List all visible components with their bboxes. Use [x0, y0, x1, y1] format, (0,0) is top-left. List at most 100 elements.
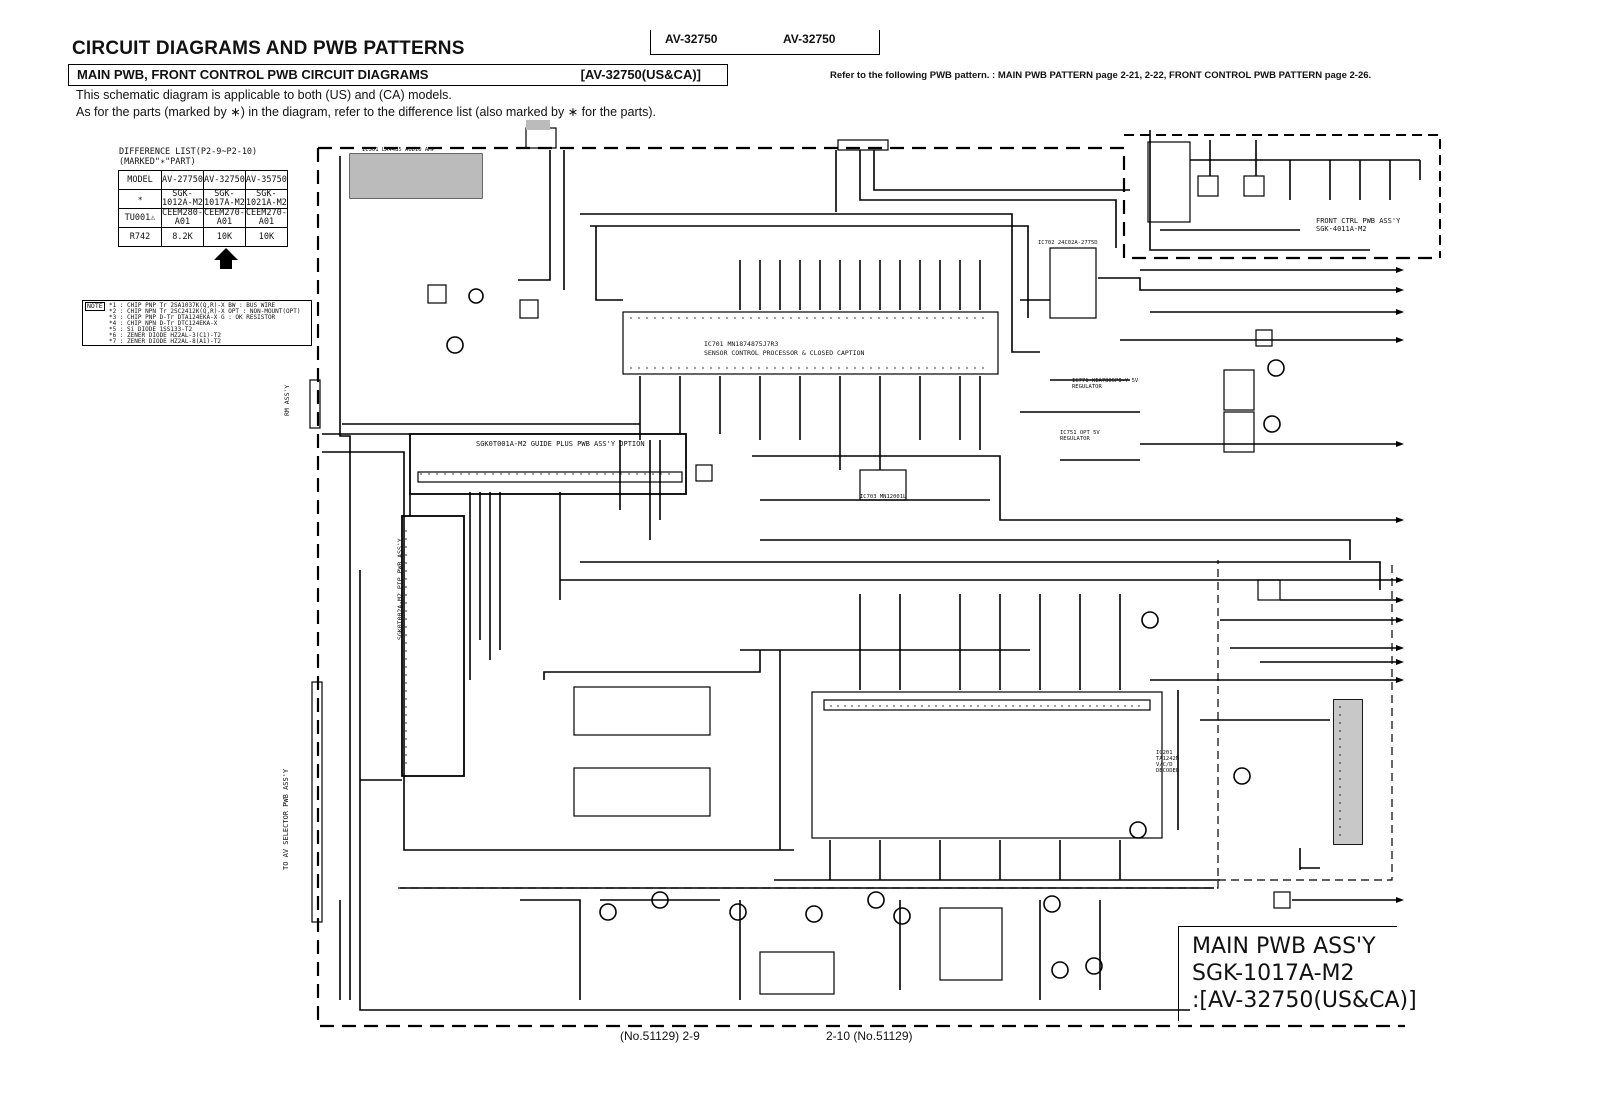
table-cell: ∗: [118, 189, 162, 209]
transistor-symbol: [1263, 415, 1281, 433]
guide-plus-box: [409, 433, 687, 495]
regulator-box: [1257, 579, 1281, 601]
transistor-symbol: [729, 903, 747, 921]
av-selector-label: TO AV SELECTOR PWB ASS'Y: [282, 768, 290, 870]
transistor-symbol: [893, 907, 911, 925]
ic703-label: IC703 MN12001L: [860, 494, 907, 500]
model-right: AV-32750: [783, 32, 836, 46]
table-row: MODEL AV-27750 AV-32750 AV-35750: [118, 170, 288, 190]
note-line: *7 : ZENER DIODE HZ2AL-8(A1)-T2: [109, 338, 221, 345]
front-ctrl-label: FRONT CTRL PWB ASS'Y SGK-4011A-M2: [1316, 217, 1400, 233]
rm-connector: [309, 379, 321, 429]
note-line: *4 : CHIP NPN D-Tr DTC124EKA-X: [109, 320, 218, 327]
inner-dashed-1: [398, 560, 1219, 889]
note-label: NOTE: [85, 302, 105, 311]
sub-block-1: [1223, 369, 1255, 411]
main-label-box: [1178, 926, 1397, 1021]
table-row: R742 8.2K 10K 10K: [118, 227, 288, 247]
difference-table: MODEL AV-27750 AV-32750 AV-35750 ∗ SGK-1…: [118, 170, 288, 247]
subtitle-model: [AV-32750(US&CA)]: [580, 67, 701, 82]
transistor-symbol: [1233, 767, 1251, 785]
rm-assy-label: RM ASS'Y: [283, 384, 291, 416]
waveform-box-2: [573, 767, 711, 817]
up-arrow-icon: [214, 248, 238, 260]
ic202-box: [759, 951, 835, 995]
front-ctrl-line2: SGK-4011A-M2: [1316, 225, 1367, 233]
front-q1: [1197, 175, 1219, 197]
sub-block-2: [1223, 411, 1255, 453]
connector-fill: [526, 120, 550, 130]
up-arrow-stem: [220, 259, 232, 269]
transistor-symbol: [651, 891, 669, 909]
main-pwb-outline-left: [316, 148, 1405, 1028]
ic701-label: IC701 MN1874875J7R3: [704, 340, 779, 348]
pip-pwb-box: [401, 515, 465, 777]
model-header-box: AV-32750 AV-32750: [650, 30, 880, 55]
main-label-line3: :[AV-32750(US&CA)]: [1192, 988, 1417, 1013]
subtitle-bar: MAIN PWB, FRONT CONTROL PWB CIRCUIT DIAG…: [68, 64, 728, 86]
main-pwb-label: MAIN PWB ASS'Y SGK-1017A-M2 :[AV-32750(U…: [1192, 933, 1417, 1014]
q-sq-3: [695, 464, 713, 482]
top-connector: [525, 127, 557, 149]
table-cell: SGK-1017A-M2: [202, 189, 246, 209]
pip-pwb-label: SGK0T002A-M2 PIP PWB ASS'Y: [396, 538, 404, 640]
front-ctrl-outline: [1124, 134, 1441, 258]
table-row: ∗ SGK-1012A-M2 SGK-1017A-M2 SGK-1021A-M2: [118, 189, 288, 209]
guide-plus-label: SGK0T001A-M2 GUIDE PLUS PWB ASS'Y OPTION: [476, 440, 645, 448]
transistor-symbol: [1043, 895, 1061, 913]
main-pwb-outline-top: [318, 146, 1440, 260]
guide-plus-pins: [417, 471, 683, 483]
page-number-left: (No.51129) 2-9: [620, 1029, 700, 1043]
q-sq-4: [1255, 329, 1273, 347]
transistor-symbol: [468, 288, 484, 304]
note-line: *6 : ZENER DIODE HZ2AL-3(C1)-T2: [109, 332, 221, 339]
transistor-symbol: [805, 905, 823, 923]
difference-title-line1: DIFFERENCE LIST(P2-9~P2-10): [119, 147, 258, 157]
ic201-label: IC201 TA1242N V/C/D DECODER: [1156, 750, 1180, 774]
page-number-right: 2-10 (No.51129): [826, 1029, 913, 1043]
ic702-label: IC702 24C02A-2775D: [1038, 240, 1098, 246]
ic501-fill: [350, 154, 482, 198]
inner-dashed-2: [1218, 560, 1393, 881]
difference-note: As for the parts (marked by ∗) in the di…: [76, 105, 656, 119]
ic201-pins-top: [823, 699, 1151, 711]
q-sq-2: [519, 299, 539, 319]
waveform-box-1: [573, 686, 711, 736]
transistor-symbol: [1267, 359, 1285, 377]
table-cell: 10K: [244, 227, 288, 247]
transistor-symbol: [1129, 821, 1147, 839]
main-label-line2: SGK-1017A-M2: [1192, 961, 1355, 986]
ic201-box: [811, 691, 1163, 839]
ic251-box: [939, 907, 1003, 981]
note-line: *3 : CHIP PNP D-Tr DTA124EKA-X G : OK RE…: [109, 314, 276, 321]
transistor-symbol: [599, 903, 617, 921]
refer-note: Refer to the following PWB pattern. : MA…: [830, 70, 1372, 81]
page-title: CIRCUIT DIAGRAMS AND PWB PATTERNS: [72, 38, 465, 59]
ic701-sublabel: SENSOR CONTROL PROCESSOR & CLOSED CAPTIO…: [704, 349, 865, 357]
right-connector-fill: [1334, 700, 1362, 844]
main-label-line1: MAIN PWB ASS'Y: [1192, 934, 1376, 959]
model-left: AV-32750: [665, 32, 718, 46]
av-selector-connector: [311, 681, 323, 923]
front-ctrl-sw-block: [1147, 141, 1191, 223]
connector-top-right: [837, 139, 889, 151]
transistor-symbol: [867, 891, 885, 909]
table-cell: R742: [118, 227, 162, 247]
ic771-label: IC771 KIA7805PI-Y 5V REGULATOR: [1072, 378, 1139, 390]
difference-list-title: DIFFERENCE LIST(P2-9~P2-10) (MARKED"∗"PA…: [119, 147, 257, 167]
note-line: *5 : Si DIODE 1SS133-T2: [109, 326, 193, 333]
front-q2: [1243, 175, 1265, 197]
transistor-symbol: [1141, 611, 1159, 629]
q-sq-1: [427, 284, 447, 304]
ic501-label: IC501 LA4485 AUDIO AMP: [362, 147, 435, 153]
note-line: *1 : CHIP PNP Tr 2SA1037K(Q,R)-X BW : BU…: [109, 302, 276, 309]
ic702-box: [1049, 247, 1097, 319]
note-line: *2 : CHIP NPN Tr 2SC2412K(Q,R)-X OPT : N…: [109, 308, 301, 315]
ic751-label: IC751 OPT 5V REGULATOR: [1060, 430, 1100, 442]
transistor-symbol: [446, 336, 464, 354]
subtitle: MAIN PWB, FRONT CONTROL PWB CIRCUIT DIAG…: [77, 67, 429, 82]
transistor-symbol: [1085, 957, 1103, 975]
note-box: NOTE *1 : CHIP PNP Tr 2SA1037K(Q,R)-X BW…: [82, 300, 312, 346]
transistor-symbol: [1051, 961, 1069, 979]
